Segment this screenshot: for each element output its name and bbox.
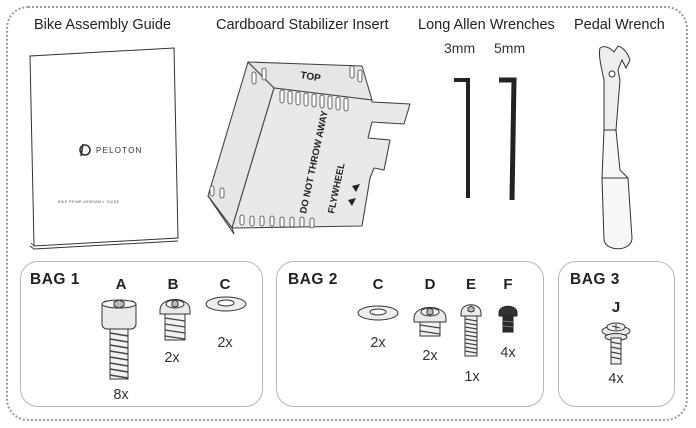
part-c-quantity: 2x — [370, 335, 386, 351]
wrench-size-3mm: 3mm — [444, 40, 476, 56]
arrow-icon — [352, 184, 360, 192]
wrench-size-5mm: 5mm — [494, 40, 526, 56]
part-e-quantity: 1x — [464, 369, 480, 385]
bag-2-title: BAG 2 — [288, 271, 338, 288]
part-d-quantity: 2x — [422, 348, 438, 364]
kit-contents-frame — [6, 6, 688, 421]
part-j-quantity: 4x — [608, 371, 624, 387]
pedal-wrench-label: Pedal Wrench — [574, 17, 665, 33]
guide-label: Bike Assembly Guide — [34, 17, 172, 33]
peloton-logo-icon — [79, 143, 91, 157]
guide-cover-subtitle: BIKE PRIME ASSEMBLY GUIDE — [58, 200, 120, 204]
wrenches-label: Long Allen Wrenches — [418, 17, 555, 33]
part-b-quantity: 2x — [164, 350, 180, 366]
part-letter-a: A — [115, 276, 127, 293]
bag-1-title: BAG 1 — [30, 271, 80, 288]
part-letter-j: J — [611, 299, 621, 316]
stabilizer-top-print: TOP — [299, 70, 321, 84]
part-letter-c: C — [219, 276, 231, 293]
part-letter-d: D — [424, 276, 436, 293]
stabilizer-label: Cardboard Stabilizer Insert — [216, 17, 389, 33]
part-a-quantity: 8x — [113, 387, 129, 403]
part-f-quantity: 4x — [500, 345, 516, 361]
part-letter-f: F — [503, 276, 513, 293]
part-letter-b: B — [167, 276, 179, 293]
bag-3-title: BAG 3 — [570, 271, 620, 288]
part-c-quantity: 2x — [217, 335, 233, 351]
guide-brand-text: PELOTON — [96, 146, 143, 155]
bag-1-panel — [20, 261, 263, 407]
part-letter-e: E — [465, 276, 476, 293]
part-letter-c: C — [372, 276, 384, 293]
arrow-icon — [348, 198, 356, 206]
bag-2-panel — [276, 261, 544, 407]
